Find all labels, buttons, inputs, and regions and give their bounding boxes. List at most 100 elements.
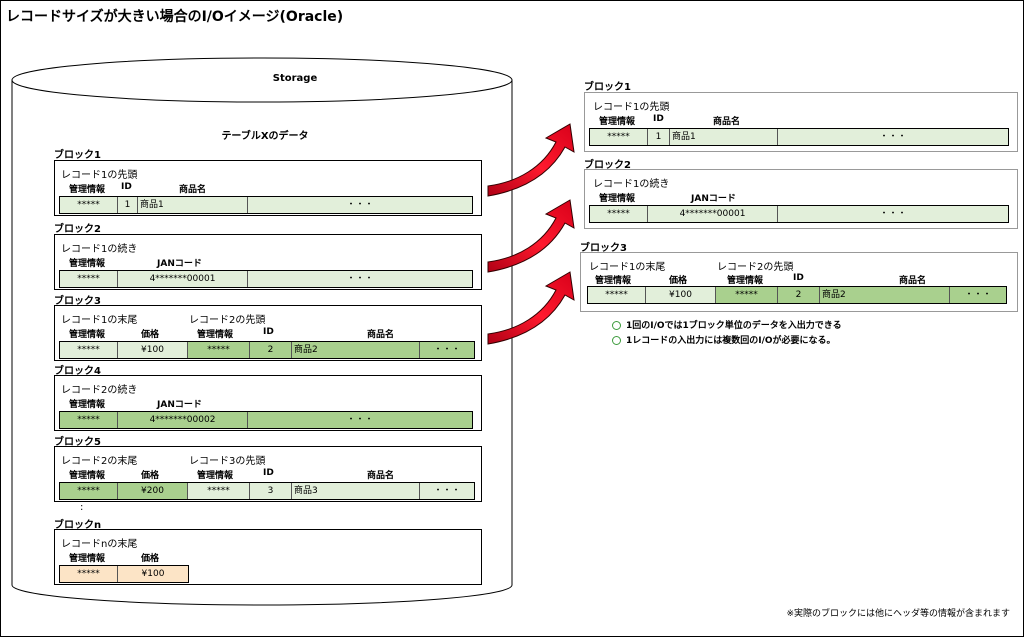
- cell-jan: 4*******00002: [118, 412, 248, 428]
- header-product: 商品名: [899, 276, 927, 286]
- header-price: 価格: [141, 471, 160, 481]
- cell-more: ・・・: [248, 412, 472, 428]
- cell-mgmt: *****: [60, 342, 118, 358]
- cell-mgmt: *****: [60, 412, 118, 428]
- footnote: ※実際のブロックには他にヘッダ等の情報が含まれます: [786, 609, 1010, 619]
- cell-mgmt: *****: [60, 197, 118, 213]
- cell-product: 商品1: [138, 197, 248, 213]
- note-2-text: 1レコードの入出力には複数回のI/Oが必要になる。: [626, 336, 836, 346]
- left-block1-label: ブロック1: [54, 150, 101, 161]
- header-mgmt2: 管理情報: [197, 330, 234, 340]
- record-row: ***** 4*******00002 ・・・: [59, 411, 473, 429]
- cell-mgmt: *****: [588, 287, 646, 303]
- header-mgmt: 管理情報: [595, 276, 632, 286]
- cell-mgmt: *****: [590, 206, 648, 222]
- header-id: ID: [121, 182, 132, 192]
- cell-more: ・・・: [420, 483, 474, 499]
- cell-mgmt: *****: [60, 483, 118, 499]
- cell-more: ・・・: [248, 197, 472, 213]
- header-id: ID: [793, 273, 804, 283]
- cell-id: 1: [118, 197, 138, 213]
- record-label: レコード2の続き: [61, 385, 138, 396]
- circle-bullet-icon: [612, 336, 621, 345]
- record2-label: レコード2の先頭: [717, 262, 794, 273]
- cell-mgmt2: *****: [188, 342, 250, 358]
- left-blockn-label: ブロックn: [54, 520, 102, 531]
- left-block1: レコード1の先頭 管理情報 ID 商品名 ***** 1 商品1 ・・・: [54, 160, 482, 216]
- header-price: 価格: [141, 330, 160, 340]
- cell-price: ¥100: [118, 342, 188, 358]
- cell-price: ¥100: [118, 566, 188, 582]
- record1-label: レコード1の末尾: [589, 262, 666, 273]
- right-block3-label: ブロック3: [580, 243, 627, 254]
- header-product: 商品名: [367, 330, 395, 340]
- cell-id: 2: [250, 342, 292, 358]
- cell-mgmt: *****: [60, 271, 118, 287]
- storage-label: Storage: [272, 73, 318, 84]
- left-block3: レコード1の末尾 レコード2の先頭 管理情報 価格 管理情報 ID 商品名 **…: [54, 305, 482, 361]
- cell-more: ・・・: [778, 206, 1008, 222]
- header-mgmt: 管理情報: [599, 117, 636, 127]
- left-blockn: レコードnの末尾 管理情報 価格 ***** ¥100: [54, 529, 482, 585]
- record-label: レコード1の続き: [61, 244, 138, 255]
- header-jan: JANコード: [691, 194, 736, 204]
- cell-id: 3: [250, 483, 292, 499]
- record2-label: レコード3の先頭: [189, 456, 266, 467]
- left-block5: レコード2の末尾 レコード3の先頭 管理情報 価格 管理情報 ID 商品名 **…: [54, 446, 482, 502]
- left-block5-label: ブロック5: [54, 437, 101, 448]
- header-id: ID: [263, 468, 274, 478]
- header-mgmt: 管理情報: [69, 400, 106, 410]
- record-row: ***** 4*******00001 ・・・: [59, 270, 473, 288]
- note-1: 1回のI/Oでは1ブロック単位のデータを入出力できる: [612, 318, 842, 331]
- record1-label: レコード2の末尾: [61, 456, 138, 467]
- header-id: ID: [263, 327, 274, 337]
- left-block4: レコード2の続き 管理情報 JANコード ***** 4*******00002…: [54, 375, 482, 431]
- cell-price: ¥200: [118, 483, 188, 499]
- header-price: 価格: [141, 554, 160, 564]
- header-jan: JANコード: [157, 400, 202, 410]
- page-title: レコードサイズが大きい場合のI/Oイメージ(Oracle): [6, 9, 344, 25]
- cell-mgmt2: *****: [188, 483, 250, 499]
- header-id: ID: [653, 114, 664, 124]
- note-2: 1レコードの入出力には複数回のI/Oが必要になる。: [612, 333, 836, 346]
- left-block2-label: ブロック2: [54, 224, 101, 235]
- header-mgmt2: 管理情報: [727, 276, 764, 286]
- header-product: 商品名: [367, 471, 395, 481]
- arrow-block3: [487, 271, 575, 345]
- header-product: 商品名: [713, 117, 741, 127]
- right-block1-label: ブロック1: [584, 82, 631, 93]
- record-row: ***** ¥100 ***** 2 商品2 ・・・: [59, 341, 475, 359]
- cell-jan: 4*******00001: [648, 206, 778, 222]
- header-jan: JANコード: [157, 259, 202, 269]
- cell-id: 1: [648, 129, 670, 145]
- cell-mgmt: *****: [60, 566, 118, 582]
- cell-mgmt: *****: [590, 129, 648, 145]
- left-block2: レコード1の続き 管理情報 JANコード ***** 4*******00001…: [54, 234, 482, 290]
- record-row: ***** ¥100 ***** 2 商品2 ・・・: [587, 286, 1007, 304]
- right-block2: レコード1の続き 管理情報 JANコード ***** 4*******00001…: [584, 169, 1018, 229]
- cell-product: 商品1: [670, 129, 778, 145]
- arrow-block2: [487, 199, 575, 273]
- circle-bullet-icon: [612, 321, 621, 330]
- record-label: レコードnの末尾: [61, 539, 138, 550]
- cell-more: ・・・: [778, 129, 1008, 145]
- right-block2-label: ブロック2: [584, 160, 631, 171]
- header-product: 商品名: [179, 185, 207, 195]
- ellipsis: :: [80, 502, 84, 513]
- cell-product: 商品2: [820, 287, 950, 303]
- left-block4-label: ブロック4: [54, 366, 101, 377]
- note-1-text: 1回のI/Oでは1ブロック単位のデータを入出力できる: [626, 321, 842, 331]
- table-x-title: テーブルXのデータ: [221, 131, 309, 142]
- header-mgmt2: 管理情報: [197, 471, 234, 481]
- cell-more: ・・・: [420, 342, 474, 358]
- cell-more: ・・・: [950, 287, 1006, 303]
- cell-product: 商品2: [292, 342, 420, 358]
- record-row: ***** 4*******00001 ・・・: [589, 205, 1009, 223]
- cell-mgmt2: *****: [716, 287, 778, 303]
- header-price: 価格: [669, 276, 688, 286]
- record2-label: レコード2の先頭: [189, 315, 266, 326]
- cell-product: 商品3: [292, 483, 420, 499]
- arrow-block1: [487, 123, 575, 197]
- header-mgmt: 管理情報: [69, 185, 106, 195]
- record-label: レコード1の先頭: [61, 170, 138, 181]
